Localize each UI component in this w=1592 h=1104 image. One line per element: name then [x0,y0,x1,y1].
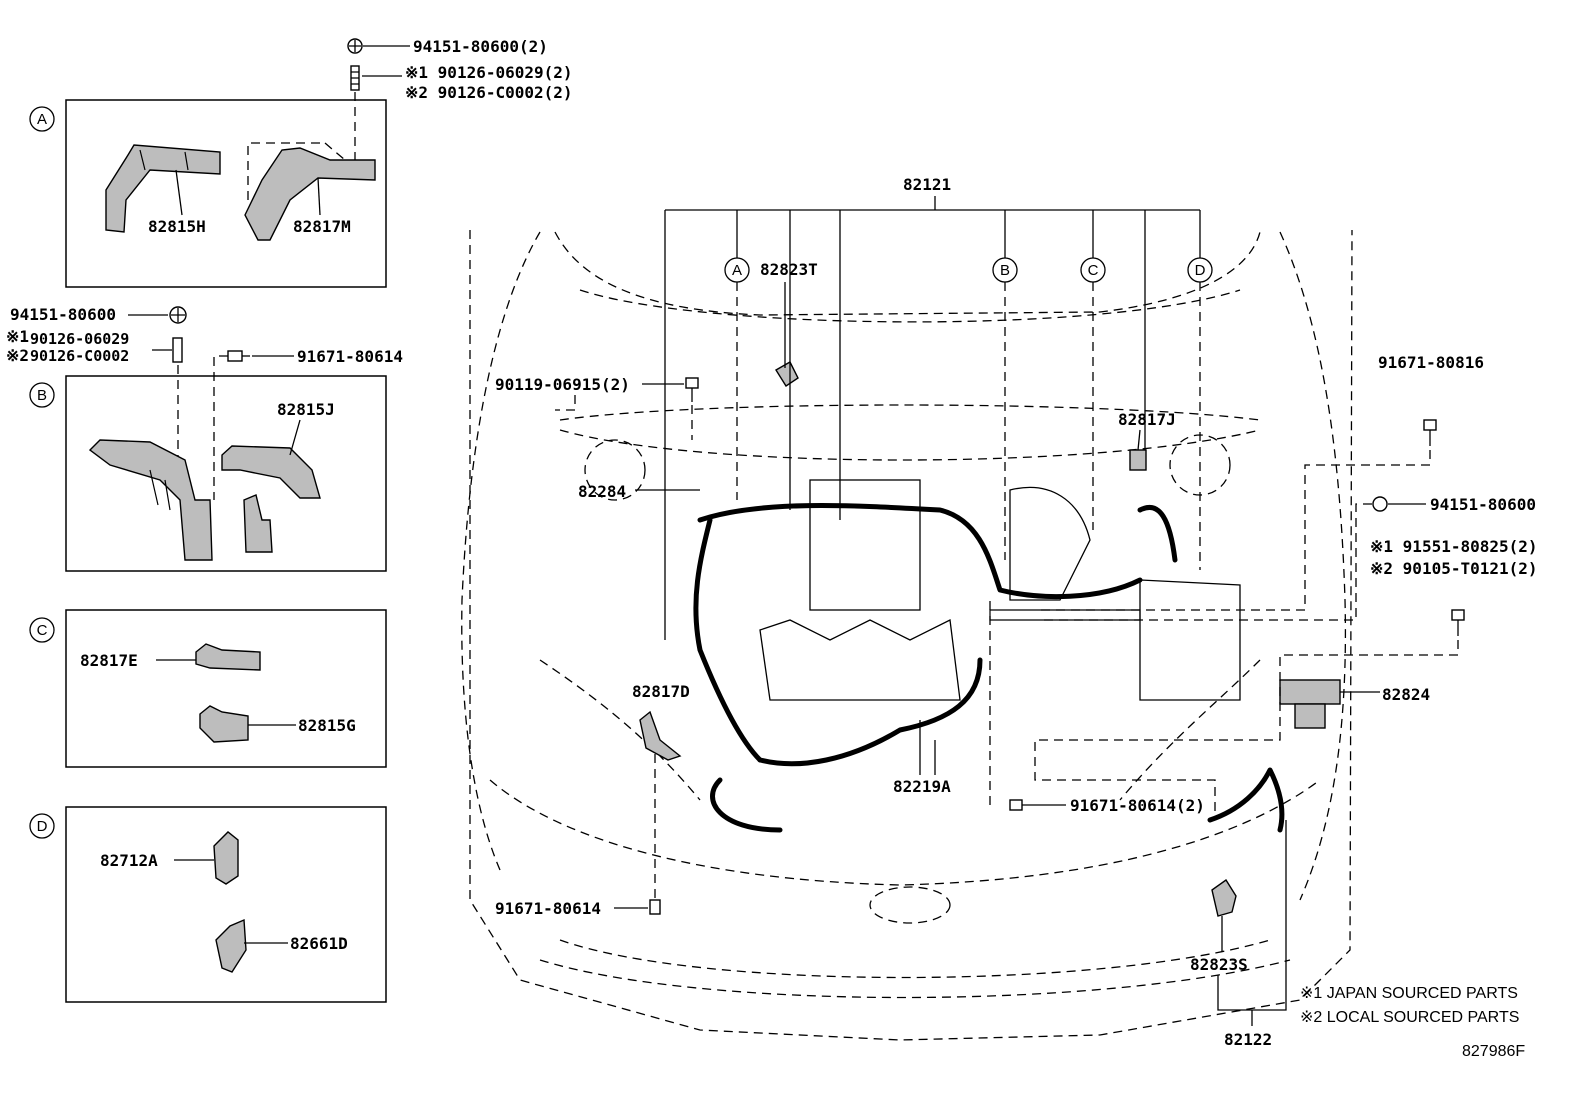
label-94151-80600: 94151-80600 [1430,495,1536,514]
inset-c-frame [65,609,387,768]
part-82815j: 82815J [277,400,335,419]
bolt-icon [685,377,699,389]
branch-c-letter: C [1088,262,1099,279]
fastener-b-nut: 94151-80600 [10,305,116,324]
bracket-clip [243,494,273,553]
inset-b: B 94151-80600 ※1 90126-06029 ※2 90126-C0… [6,305,403,572]
label-91671-80816: 91671-80816 [1378,353,1484,372]
clip-82712a [213,831,239,885]
label-82284: 82284 [578,482,626,501]
engine-harness-art [693,361,1341,917]
note-japan-sourced: ※1 JAPAN SOURCED PARTS [1300,985,1518,1002]
label-90119-06915: 90119-06915(2) [495,375,630,394]
footnotes: ※1 JAPAN SOURCED PARTS ※2 LOCAL SOURCED … [1300,985,1525,1060]
inset-a-frame [65,99,387,288]
clip-82661d [215,918,247,973]
bolt-icon [649,899,661,915]
label-91671-80614-2: 91671-80614(2) [1070,796,1205,815]
label-82823t: 82823T [760,260,818,279]
main-harness [697,503,1143,600]
branch-d-letter: D [1195,262,1206,279]
label-82219a: 82219A [893,777,951,796]
main-labels: 82823T 82817J 82284 82817D 82219A 82824 … [578,260,1430,1049]
part-82815h: 82815H [148,217,206,236]
bracket-82817m [244,147,376,241]
part-82712a: 82712A [100,851,158,870]
inset-a: A 94151-80600(2) ※1 90126-06029(2) ※2 90… [29,37,573,288]
branch-a-letter: A [732,262,742,279]
label-91551-80825: ※1 91551-80825(2) [1370,537,1538,556]
air-intake [1009,486,1091,601]
fastener-a-3: ※2 90126-C0002(2) [405,83,573,102]
note-marker-1: ※1 [6,327,29,346]
note-local-sourced: ※2 LOCAL SOURCED PARTS [1300,1009,1519,1026]
bracket-82817d [639,710,682,761]
vehicle-outline [461,229,1353,1041]
engine-block [809,479,921,611]
bolt-icon [1451,609,1465,621]
bolt-icon [1009,799,1023,811]
label-91671-80614: 91671-80614 [495,899,601,918]
emblem [869,886,951,924]
bolt-icon [227,350,243,362]
junction-block-82824 [1279,679,1341,705]
inset-b-frame [65,375,387,572]
inset-a-letter: A [37,111,47,128]
nut-icon [1372,496,1388,512]
inset-d-letter: D [37,818,48,835]
fastener-b-bolt: 91671-80614 [297,347,403,366]
bracket-82817e [195,643,261,671]
inset-c: C 82817E 82815G [29,609,387,768]
clip-82817j [1129,449,1147,471]
clip-82823s [1211,878,1237,917]
bracket-82815h [105,144,221,233]
fastener-b-stud-local: 90126-C0002 [30,347,129,365]
note-marker-2: ※2 [6,346,29,365]
intake-manifold [759,619,961,701]
label-82817d: 82817D [632,682,690,701]
inset-c-letter: C [37,622,48,639]
part-82817e: 82817E [80,651,138,670]
harness-82121-callout: 82121 A B C D [664,175,1213,640]
bracket-left [88,439,213,561]
bolt-icon [1423,419,1437,431]
battery [1139,579,1241,701]
inset-b-letter: B [37,387,47,404]
inset-d-marker [29,813,55,839]
part-82661d: 82661D [290,934,348,953]
stud-bolt-icon [172,337,183,363]
inset-d-frame [65,806,387,1003]
branch-b-letter: B [1000,262,1010,279]
part-82815g: 82815G [298,716,356,735]
label-82121: 82121 [903,175,951,194]
inset-c-marker [29,617,55,643]
diagram-id: 827986F [1462,1043,1525,1060]
inset-d: D 82712A 82661D [29,806,387,1003]
inset-a-marker [29,106,55,132]
clip-82823t [775,361,799,387]
fastener-b-stud-jp: 90126-06029 [30,330,129,348]
main-fasteners: 90119-06915(2) 91671-80816 94151-80600 ※… [495,353,1538,918]
label-82824: 82824 [1382,685,1430,704]
label-82823s: 82823S [1190,955,1248,974]
inset-b-marker [29,382,55,408]
label-82122: 82122 [1224,1030,1272,1049]
label-82817j: 82817J [1118,410,1176,429]
label-90105-t0121: ※2 90105-T0121(2) [1370,559,1538,578]
part-82817m: 82817M [293,217,351,236]
fastener-a-2: ※1 90126-06029(2) [405,63,573,82]
bracket-82815g [199,705,249,743]
bracket-82815j [221,445,321,499]
fastener-a-1: 94151-80600(2) [413,37,548,56]
